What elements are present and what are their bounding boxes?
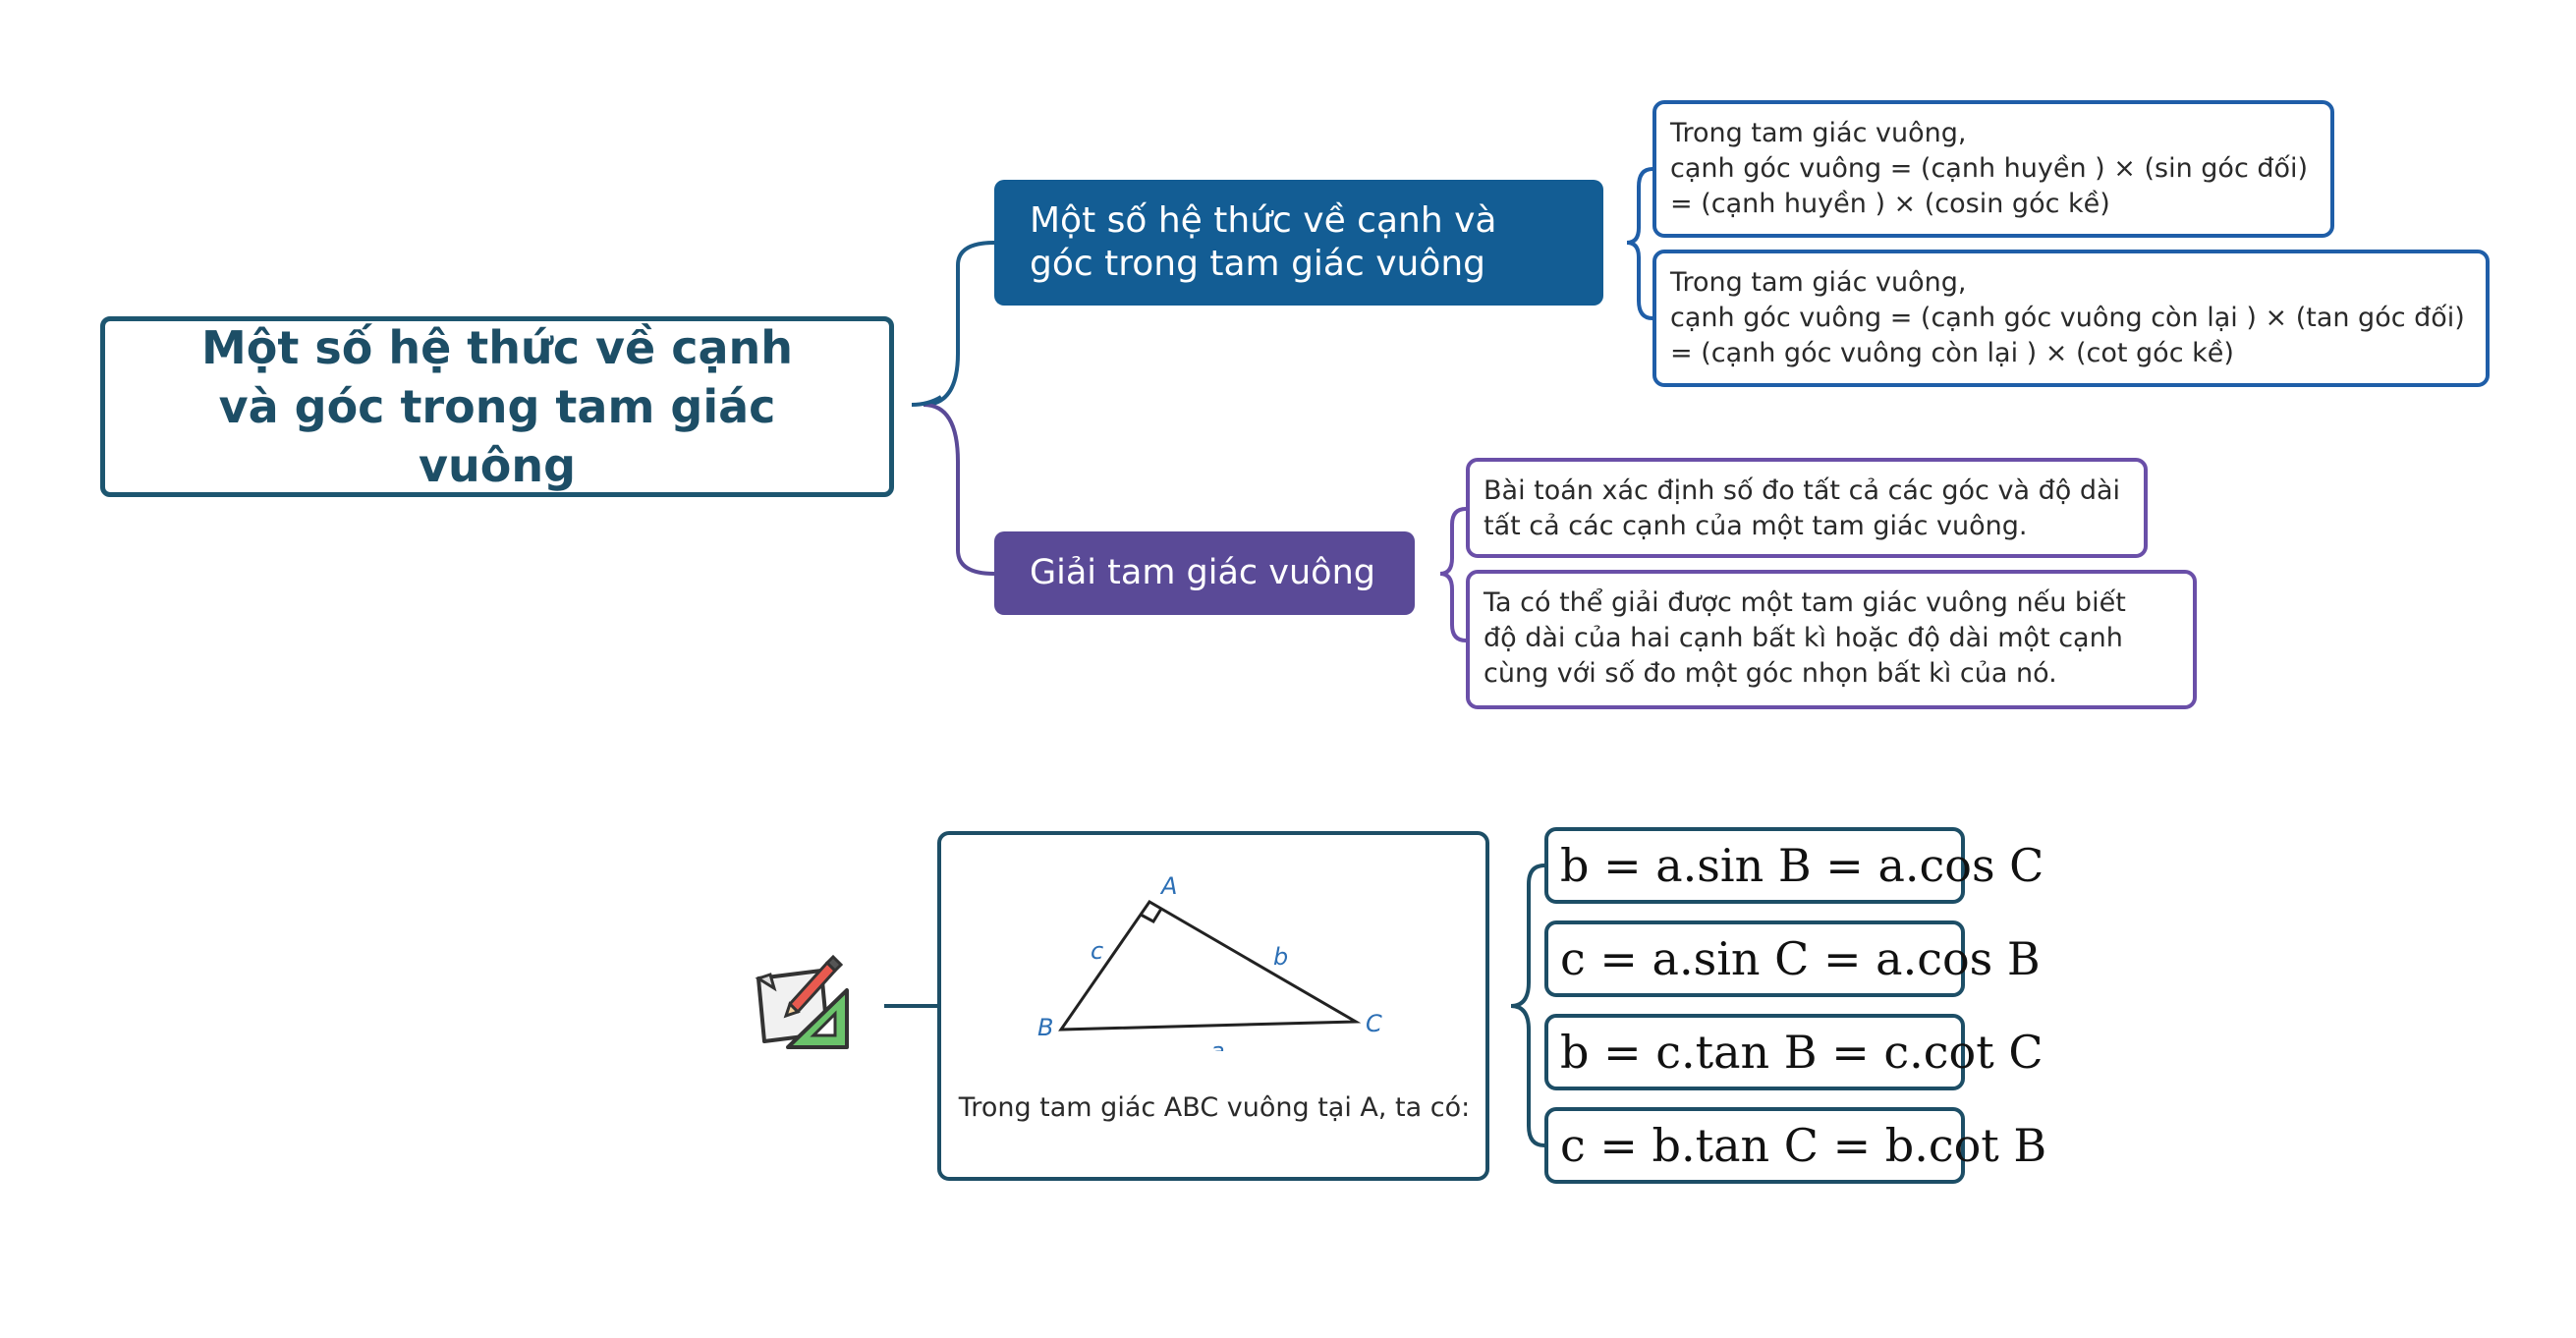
root-node[interactable]: Một số hệ thức về cạnh và góc trong tam … [100,316,894,497]
side-label-b: b [1273,943,1288,971]
leaf-line: = (cạnh góc vuông còn lại ) × (cot góc k… [1670,338,2234,368]
right-triangle-diagram: A B C c b a [1037,872,1382,1051]
branch-node-solve-triangle[interactable]: Giải tam giác vuông [994,531,1415,615]
root-to-branch2-connector [923,403,995,576]
formula-box[interactable]: c = b.tan C = b.cot B [1544,1107,2046,1184]
vertex-label-b: B [1037,1014,1053,1041]
root-brace-tip [911,395,943,407]
root-to-branch1-connector [923,241,995,407]
branch-label: Một số hệ thức về cạnh và góc trong tam … [1030,200,1497,284]
leaf-node-definition[interactable]: Bài toán xác định số đo tất cả các góc v… [1466,458,2148,558]
root-title: Một số hệ thức về cạnh và góc trong tam … [200,321,794,492]
leaf-line: cùng với số đo một góc nhọn bất kì của n… [1484,658,2057,689]
leaf-line: độ dài của hai cạnh bất kì hoặc độ dài m… [1484,623,2123,653]
leaf-node-tan-cot[interactable]: Trong tam giác vuông, cạnh góc vuông = (… [1652,250,2490,387]
geometry-tools-icon [755,954,849,1049]
branch-node-relations[interactable]: Một số hệ thức về cạnh và góc trong tam … [994,180,1603,306]
formula-text: c = b.tan C = b.cot B [1560,1119,2047,1172]
leaf-node-condition[interactable]: Ta có thể giải được một tam giác vuông n… [1466,570,2197,709]
formula-box[interactable]: b = c.tan B = c.cot C [1544,1014,2044,1090]
leaf-node-sin-cos[interactable]: Trong tam giác vuông, cạnh góc vuông = (… [1652,100,2334,238]
leaf-line: cạnh góc vuông = (cạnh góc vuông còn lại… [1670,303,2465,333]
leaf-line: Bài toán xác định số đo tất cả các góc v… [1484,475,2121,506]
leaf-line: Ta có thể giải được một tam giác vuông n… [1484,587,2126,618]
side-label-c: c [1091,937,1103,965]
leaf-line: cạnh góc vuông = (cạnh huyền ) × (sin gó… [1670,153,2309,184]
triangle-caption: Trong tam giác ABC vuông tại A, ta có: [958,1092,1471,1123]
formula-text: c = a.sin C = a.cos B [1560,932,2041,985]
formula-box[interactable]: c = a.sin C = a.cos B [1544,920,2041,997]
triangle-shape [1058,900,1362,1031]
formulas-brace [1510,864,1545,1147]
branch2-brace [1439,507,1467,642]
vertex-label-c: C [1366,1010,1382,1037]
leaf-line: Trong tam giác vuông, [1670,118,1967,148]
branch-label: Giải tam giác vuông [1030,553,1375,592]
right-angle-mark [1140,908,1163,923]
leaf-line: tất cả các cạnh của một tam giác vuông. [1484,511,2028,541]
side-label-a: a [1210,1037,1225,1051]
triangle-card[interactable] [937,831,1489,1181]
formula-text: b = c.tan B = c.cot C [1560,1026,2044,1079]
formula-box[interactable]: b = a.sin B = a.cos C [1544,827,2044,904]
vertex-label-a: A [1159,872,1177,900]
leaf-line: Trong tam giác vuông, [1670,267,1967,298]
formula-text: b = a.sin B = a.cos C [1560,839,2044,892]
leaf-line: = (cạnh huyền ) × (cosin góc kề) [1670,189,2110,219]
branch1-brace [1626,167,1653,320]
